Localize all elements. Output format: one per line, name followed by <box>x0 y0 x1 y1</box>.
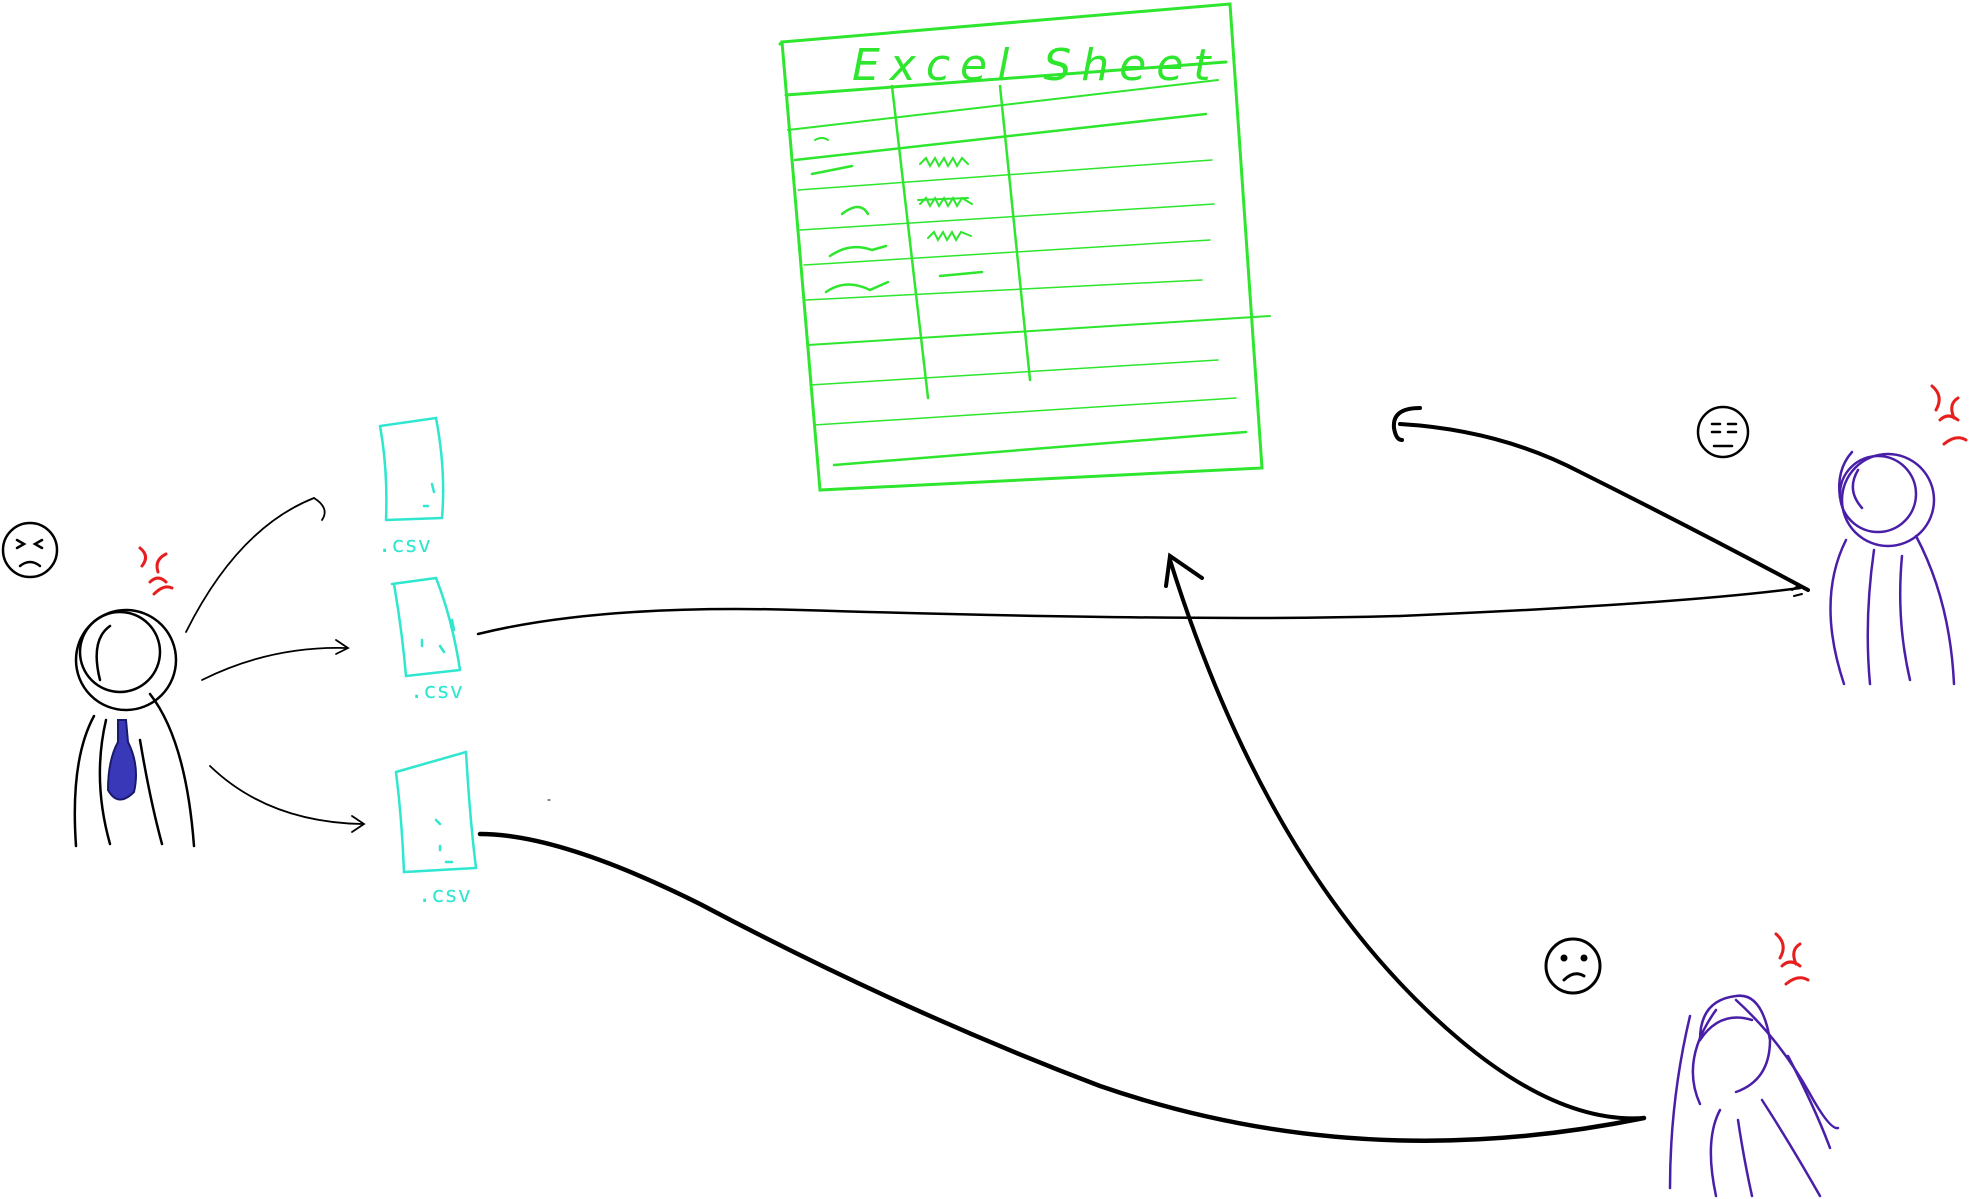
csv-file-3: .csv <box>394 750 478 908</box>
frustrated-face-icon <box>1 521 59 579</box>
sheet-header-line <box>784 60 1228 97</box>
export-arrows <box>185 497 366 833</box>
csv-file-1: .csv <box>378 416 445 558</box>
flow-arrows <box>476 406 1810 1143</box>
sheet-col-2 <box>998 84 1032 382</box>
neutral-face-icon <box>1696 405 1750 459</box>
csv-label-2: .csv <box>410 679 463 704</box>
arrow-reviewer-bottom-to-sheet <box>1168 558 1646 1121</box>
tie <box>106 719 137 801</box>
arrow-csv3-to-reviewer-bottom <box>477 831 1647 1143</box>
office-worker-figure <box>73 608 196 848</box>
arrow-reviewer-top-to-sheet <box>1398 422 1810 592</box>
reviewer-figure-bottom <box>1668 994 1840 1198</box>
csv-label-3: .csv <box>418 883 471 908</box>
sheet-border <box>780 2 1264 492</box>
csv-label-1: .csv <box>378 533 431 558</box>
arrowhead-sheet <box>1164 552 1204 588</box>
anger-mark-right-bottom <box>1774 932 1810 986</box>
sheet-col-1 <box>890 84 930 400</box>
excel-sheet: Excel Sheet <box>778 2 1271 492</box>
arrowhead-top <box>1391 406 1422 442</box>
confused-face-icon <box>1544 937 1602 995</box>
anger-mark-right-top <box>1930 384 1968 446</box>
csv-file-2: .csv <box>390 576 463 704</box>
arrow-csv2-to-reviewer-top <box>476 586 1802 636</box>
anger-mark-left <box>138 546 174 596</box>
reviewer-figure-top <box>1829 450 1956 686</box>
sheet-title: Excel Sheet <box>852 40 1221 91</box>
